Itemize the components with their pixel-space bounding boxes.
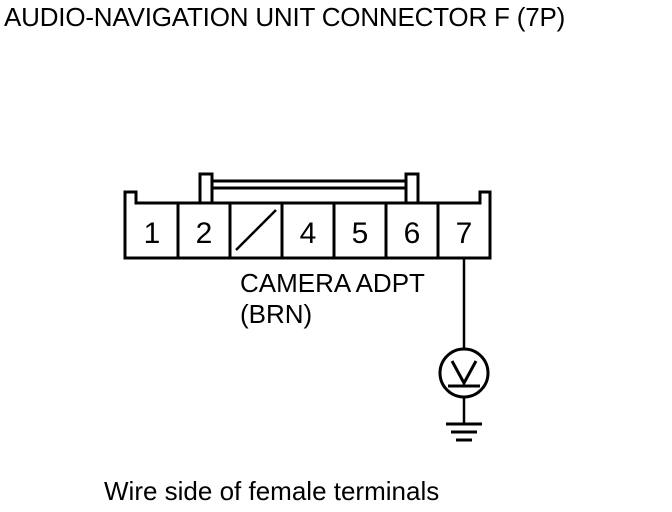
ground-icon (446, 422, 482, 442)
pin-4-number: 4 (300, 217, 317, 250)
diagram-caption: Wire side of female terminals (104, 476, 440, 506)
wire-label-name: CAMERA ADPT (240, 268, 425, 298)
wire-label-color: (BRN) (240, 299, 313, 329)
pin-2-number: 2 (196, 217, 213, 250)
pin-7-number: 7 (456, 217, 473, 250)
wire-label: CAMERA ADPT (BRN) (240, 268, 425, 330)
empty-cavity-slash (235, 209, 277, 251)
pin-numbers: 1 2 4 5 6 7 (144, 217, 473, 250)
locking-tab (198, 172, 420, 205)
diagram-title: AUDIO-NAVIGATION UNIT CONNECTOR F (7P) (4, 2, 566, 32)
pin-6-number: 6 (404, 217, 421, 250)
pin-5-number: 5 (352, 217, 369, 250)
pin-1-number: 1 (144, 217, 161, 250)
cavity-dividers (176, 203, 440, 258)
connector-housing (123, 190, 492, 260)
voltmeter-icon (438, 347, 490, 399)
